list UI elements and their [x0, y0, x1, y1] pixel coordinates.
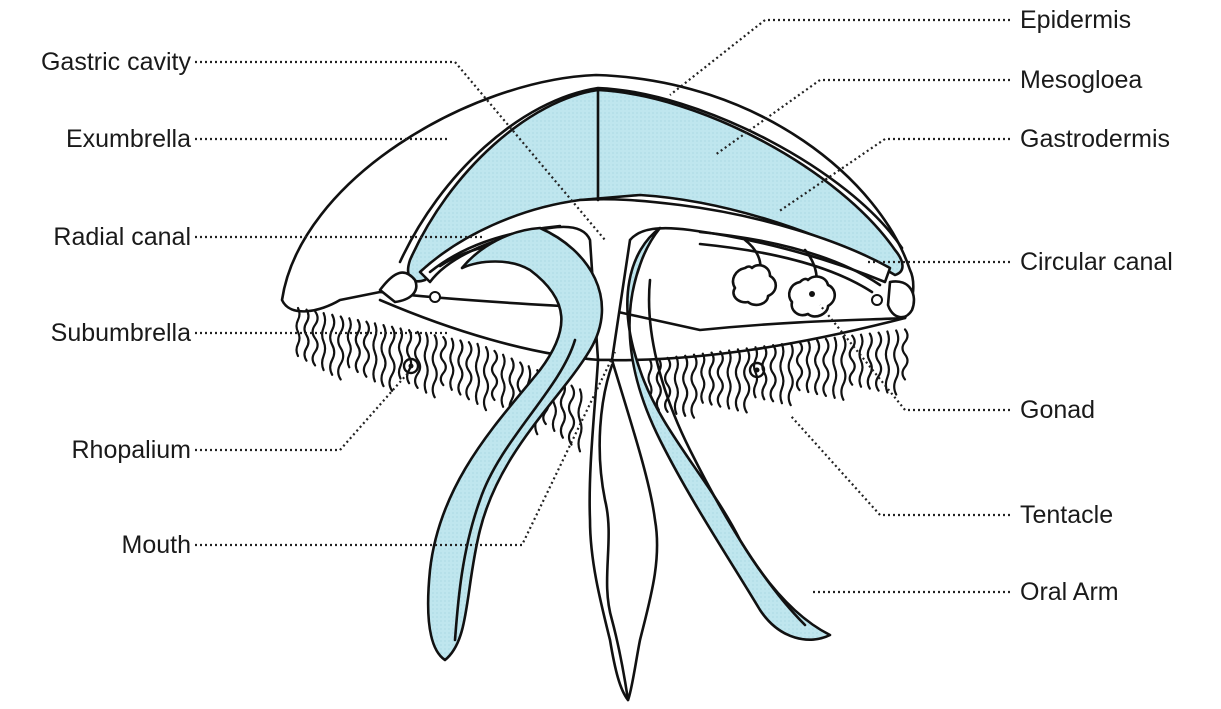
tentacle: [823, 339, 828, 396]
tentacle: [382, 325, 386, 386]
label-rhopalium: Rhopalium: [71, 435, 191, 465]
tentacle: [728, 351, 731, 409]
rhopalium-margin-right: [872, 295, 882, 305]
tentacle: [710, 353, 714, 405]
tentacle: [701, 354, 704, 403]
tentacle: [407, 330, 411, 383]
tentacle: [780, 344, 783, 403]
label-tentacle: Tentacle: [1020, 500, 1113, 530]
tentacle: [569, 386, 574, 445]
leader-epidermis: [670, 20, 1010, 95]
right-margin-lobe: [888, 281, 914, 317]
tentacle: [744, 348, 749, 412]
tentacle: [815, 340, 819, 394]
tentacle: [675, 357, 678, 414]
tentacle: [876, 333, 881, 391]
tentacle: [789, 343, 793, 405]
tentacle: [450, 339, 453, 390]
tentacle: [425, 334, 428, 393]
tentacle: [797, 342, 802, 390]
label-mouth: Mouth: [122, 530, 191, 560]
tentacle: [894, 331, 898, 395]
tentacle: [433, 335, 437, 397]
tentacle: [868, 334, 872, 389]
tentacle: [683, 356, 687, 416]
tentacle: [860, 335, 863, 387]
label-epidermis: Epidermis: [1020, 5, 1131, 35]
label-mesogloea: Mesogloea: [1020, 65, 1142, 95]
tentacle: [579, 389, 582, 451]
tentacle: [476, 344, 479, 404]
label-subumbrella: Subumbrella: [51, 318, 191, 348]
tentacle: [399, 329, 402, 379]
tentacle: [502, 355, 505, 407]
tentacles-right: [649, 329, 908, 417]
tentacle: [771, 345, 776, 401]
rhopalium-margin-left: [430, 292, 440, 302]
tentacle: [754, 347, 757, 397]
label-radial-canal: Radial canal: [53, 222, 191, 252]
tentacle: [833, 338, 836, 398]
label-gastric-cavity: Gastric cavity: [41, 47, 191, 77]
label-oral-arm: Oral Arm: [1020, 577, 1119, 607]
label-circular-canal: Circular canal: [1020, 247, 1173, 277]
tentacle: [903, 329, 908, 379]
tentacle: [458, 341, 462, 395]
leader-rhopalium: [195, 373, 408, 450]
tentacle: [466, 342, 471, 399]
tentacle: [330, 315, 334, 375]
tentacle: [886, 332, 889, 393]
tentacle: [390, 327, 395, 391]
tentacle: [322, 313, 325, 370]
label-gonad: Gonad: [1020, 395, 1095, 425]
tentacle: [484, 347, 488, 410]
tentacle: [338, 317, 343, 380]
tentacle: [492, 351, 497, 400]
tentacle: [305, 310, 309, 361]
tentacle: [736, 349, 740, 410]
tentacle: [364, 322, 369, 377]
tentacle: [441, 337, 446, 385]
label-exumbrella: Exumbrella: [66, 124, 191, 154]
tentacle: [841, 337, 845, 400]
tentacle: [313, 311, 318, 365]
tentacle: [356, 320, 360, 372]
gonad-dot: [809, 291, 815, 297]
tentacle: [348, 318, 351, 367]
leader-tentacle: [790, 415, 1010, 515]
label-gastrodermis: Gastrodermis: [1020, 124, 1170, 154]
tentacle: [718, 352, 723, 407]
tentacle: [692, 355, 697, 418]
tentacle: [807, 341, 810, 392]
